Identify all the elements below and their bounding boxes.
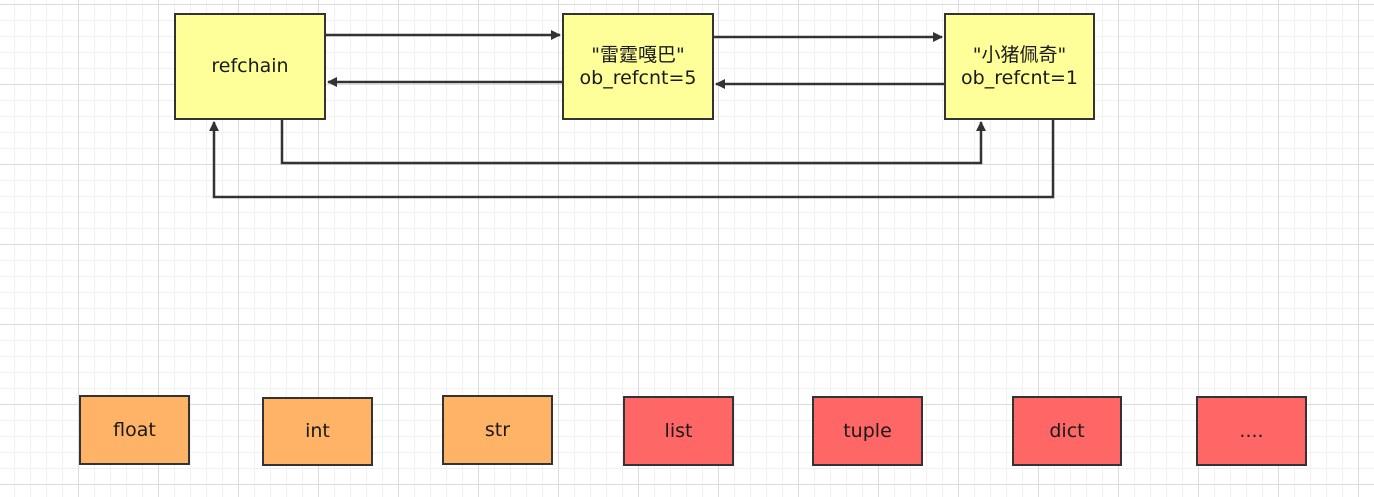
type-label: dict bbox=[1049, 419, 1085, 442]
type-label: .... bbox=[1239, 419, 1264, 442]
type-box-int: int bbox=[262, 397, 373, 466]
type-label: str bbox=[484, 418, 511, 441]
object-name: "雷霆嘎巴" bbox=[591, 43, 685, 66]
type-box-str: str bbox=[442, 395, 553, 465]
arrow-obj2-to-refchain-bottom bbox=[209, 120, 1055, 199]
refchain-label: refchain bbox=[211, 55, 289, 77]
object-refcnt: ob_refcnt=5 bbox=[579, 66, 697, 89]
type-label: list bbox=[664, 419, 693, 442]
type-label: tuple bbox=[843, 419, 892, 442]
type-box-float: float bbox=[79, 395, 190, 465]
type-box-list: list bbox=[623, 396, 734, 466]
type-box-tuple: tuple bbox=[812, 396, 923, 466]
type-label: int bbox=[305, 420, 330, 442]
arrow-refchain-to-obj2-bottom bbox=[280, 120, 986, 165]
type-label: float bbox=[113, 418, 156, 441]
type-box-dict: dict bbox=[1012, 396, 1122, 466]
object-name: "小猪佩奇" bbox=[972, 43, 1067, 66]
object-node-leiting: "雷霆嘎巴" ob_refcnt=5 bbox=[562, 13, 714, 120]
object-refcnt: ob_refcnt=1 bbox=[961, 66, 1078, 89]
refchain-node: refchain bbox=[174, 13, 326, 120]
type-box-more: .... bbox=[1196, 396, 1307, 466]
object-node-peppa: "小猪佩奇" ob_refcnt=1 bbox=[944, 13, 1095, 120]
